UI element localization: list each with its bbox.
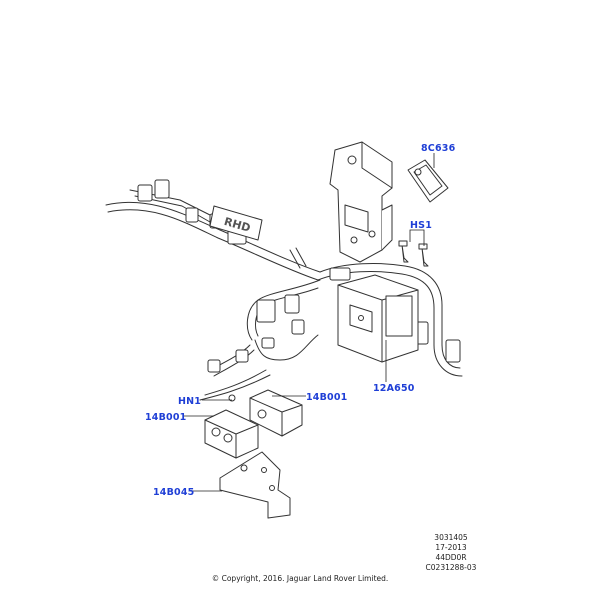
- harness-rhd-tag: [209, 205, 263, 241]
- screws-hs1: [398, 240, 429, 267]
- callout-hs1[interactable]: HS1: [410, 220, 433, 231]
- leader-lines: [184, 153, 435, 492]
- callout-8c636[interactable]: 8C636: [421, 143, 456, 154]
- harness-connectors: [137, 179, 461, 373]
- callout-14b001-lower[interactable]: 14B001: [145, 412, 187, 423]
- callout-hn1[interactable]: HN1: [178, 396, 202, 407]
- callout-12a650[interactable]: 12A650: [373, 383, 415, 394]
- bracket-14b045: [219, 451, 291, 519]
- mounting-bracket: [329, 141, 393, 263]
- ref-code-3: 44DD0R: [435, 553, 467, 562]
- ref-code-1: 3031405: [434, 533, 468, 542]
- ecm-12a650: [337, 274, 419, 363]
- callout-14b001-upper[interactable]: 14B001: [306, 392, 348, 403]
- ref-code-block: 3031405 17-2013 44DD0R C0231288-03: [420, 533, 482, 573]
- copyright-notice: © Copyright, 2016. Jaguar Land Rover Lim…: [211, 574, 389, 583]
- sensor-8c636: [407, 159, 449, 203]
- callout-14b045[interactable]: 14B045: [153, 487, 195, 498]
- ref-code-2: 17-2013: [435, 543, 467, 552]
- ref-code-4: C0231288-03: [425, 563, 477, 572]
- relay-modules-14b001: [204, 389, 303, 459]
